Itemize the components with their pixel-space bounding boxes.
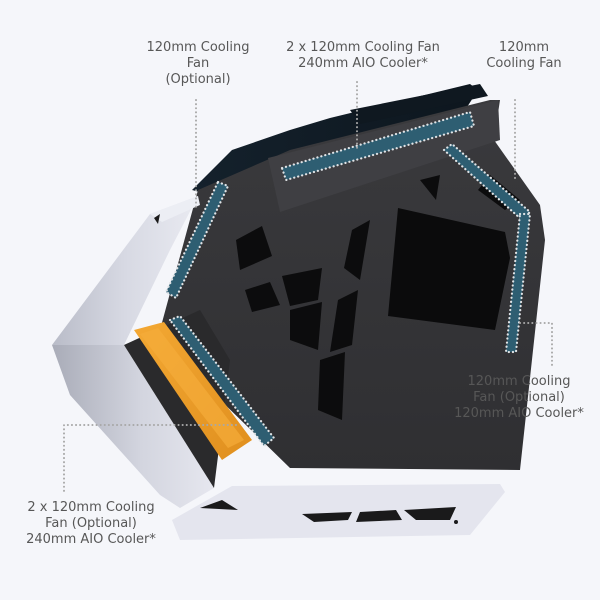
label-line: 240mm AIO Cooler* bbox=[26, 532, 156, 547]
label-line: 120mm Cooling bbox=[467, 374, 571, 389]
fan-zones bbox=[164, 110, 532, 448]
psu-shroud bbox=[134, 322, 252, 460]
fan-zone-top-center bbox=[280, 110, 476, 182]
label-top-left-fan: 120mm Cooling Fan (Optional) bbox=[128, 40, 268, 88]
label-line: 2 x 120mm Cooling bbox=[27, 500, 155, 515]
label-line: Cooling Fan bbox=[486, 56, 562, 71]
bottom-foot bbox=[172, 484, 505, 540]
label-line: Fan bbox=[186, 56, 210, 71]
fan-zone-right bbox=[504, 212, 532, 354]
chassis-body bbox=[160, 100, 545, 470]
fan-zone-bottom-left bbox=[168, 314, 276, 448]
label-bottom-left-fan: 2 x 120mm Cooling Fan (Optional) 240mm A… bbox=[6, 500, 176, 548]
label-top-center-fan: 2 x 120mm Cooling Fan 240mm AIO Cooler* bbox=[278, 40, 448, 72]
label-line: 2 x 120mm Cooling Fan bbox=[286, 40, 440, 55]
label-right-fan: 120mm Cooling Fan (Optional) 120mm AIO C… bbox=[440, 374, 598, 422]
fan-zone-top-right bbox=[442, 142, 532, 222]
label-line: (Optional) bbox=[165, 72, 231, 87]
label-line: 120mm Cooling bbox=[146, 40, 250, 55]
label-line: Fan (Optional) bbox=[45, 516, 137, 531]
fan-zone-top-left bbox=[164, 180, 230, 300]
label-line: 120mm bbox=[498, 40, 550, 55]
leader-lines bbox=[63, 81, 553, 493]
label-line: Fan (Optional) bbox=[473, 390, 565, 405]
leader-bottom-left bbox=[63, 424, 237, 493]
label-line: 240mm AIO Cooler* bbox=[298, 56, 428, 71]
label-top-right-fan: 120mm Cooling Fan bbox=[478, 40, 570, 72]
label-line: 120mm AIO Cooler* bbox=[454, 406, 584, 421]
side-panel-upper bbox=[52, 196, 200, 345]
leader-right bbox=[519, 322, 553, 369]
